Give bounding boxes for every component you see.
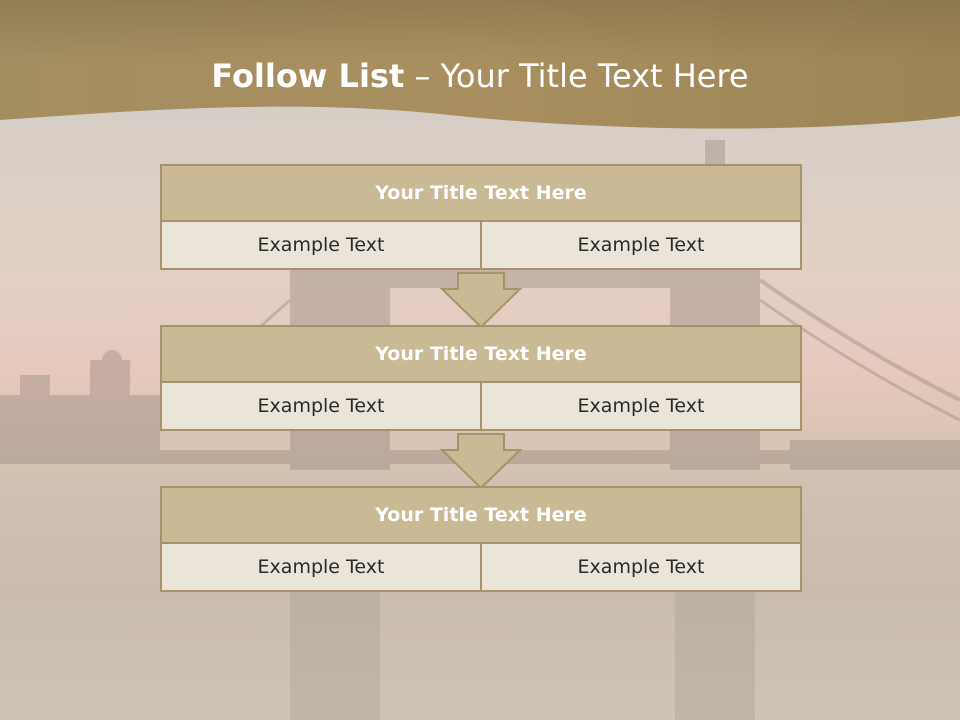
page-title: Follow List – Your Title Text Here	[0, 52, 960, 100]
page-title-rest: – Your Title Text Here	[404, 57, 749, 95]
block-cell-left: Example Text	[257, 395, 385, 417]
page-title-bold: Follow List	[211, 57, 405, 95]
block-cell-right: Example Text	[480, 222, 800, 268]
block-cell-left: Example Text	[257, 556, 385, 578]
block-cell-right: Example Text	[480, 544, 800, 590]
block-title: Your Title Text Here	[160, 325, 802, 383]
block-title: Your Title Text Here	[160, 486, 802, 544]
block-row: Example Text Example Text	[160, 383, 802, 431]
flow-list: Your Title Text Here Example Text Exampl…	[160, 164, 802, 594]
block-cell-right: Example Text	[480, 383, 800, 429]
block-title: Your Title Text Here	[160, 164, 802, 222]
block-cell-left: Example Text	[257, 234, 385, 256]
down-arrow-icon	[439, 272, 523, 329]
block-row: Example Text Example Text	[160, 222, 802, 270]
block-row: Example Text Example Text	[160, 544, 802, 592]
down-arrow-icon	[439, 433, 523, 490]
header-band	[0, 0, 960, 129]
